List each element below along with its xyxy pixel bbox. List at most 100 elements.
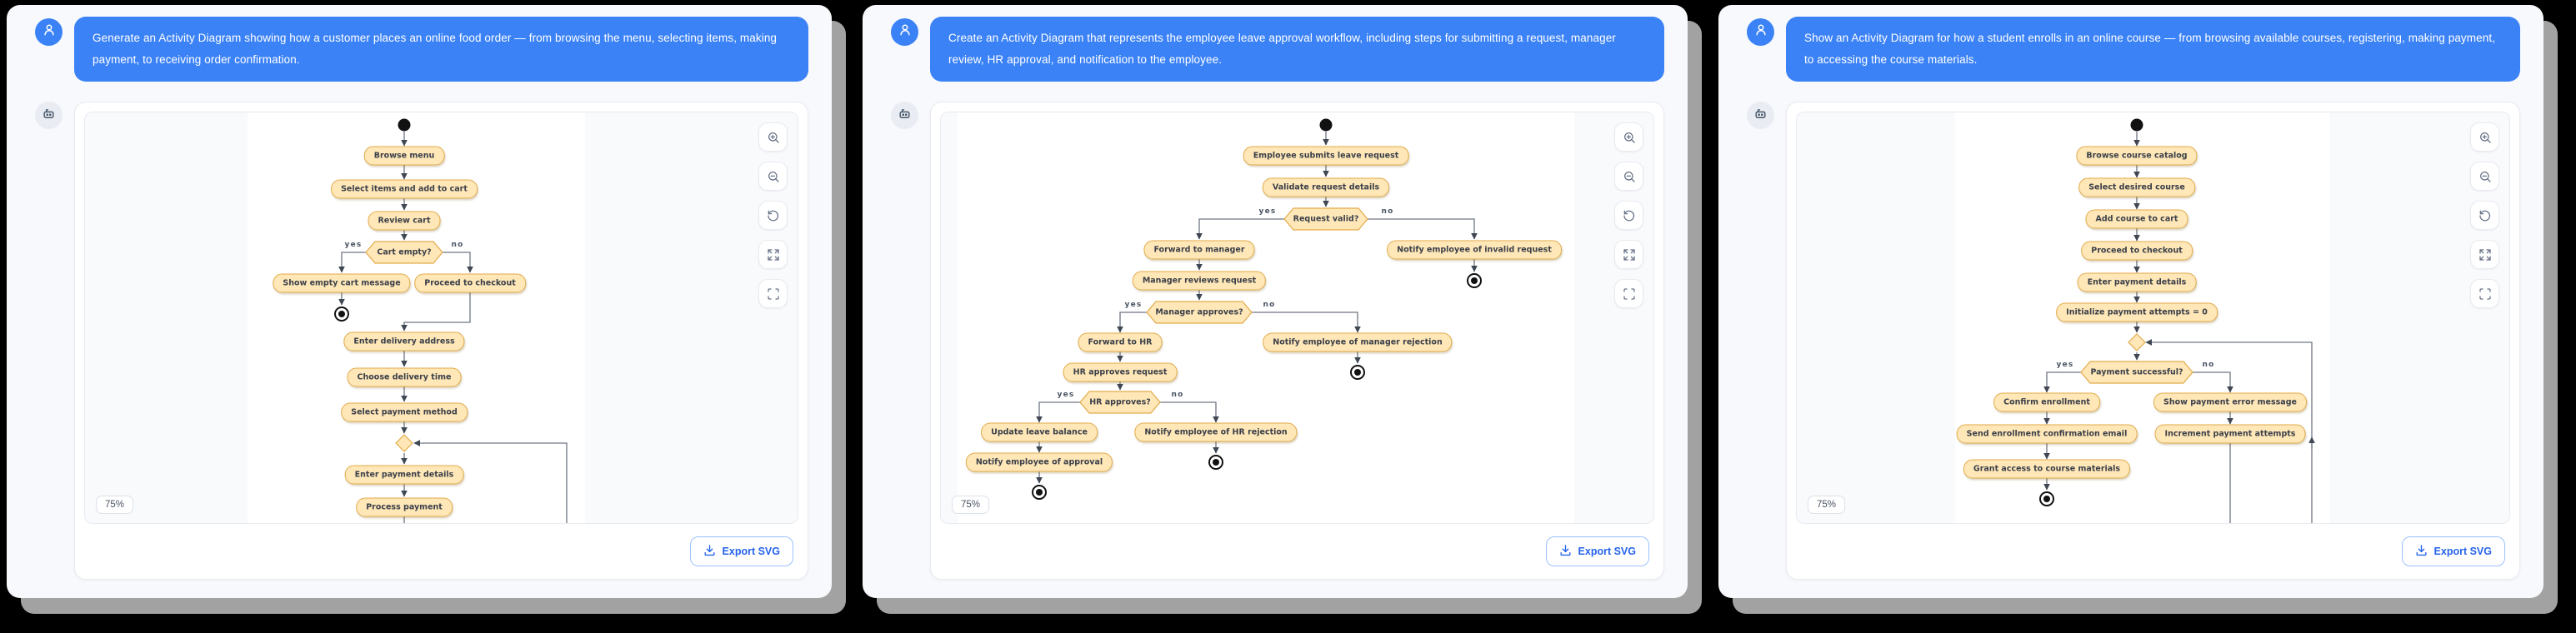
zoom-in-button[interactable] <box>758 122 788 152</box>
export-svg-label: Export SVG <box>2433 546 2492 557</box>
canvas-controls <box>2470 122 2499 308</box>
activity-node: Increment payment attempts <box>2154 424 2306 444</box>
decision-label: HR approves? <box>1089 397 1151 407</box>
user-icon <box>1753 22 1768 42</box>
activity-node: Notify employee of manager rejection <box>1263 332 1453 352</box>
download-icon <box>703 544 716 559</box>
decision-node <box>1146 301 1253 324</box>
branch-label-yes: yes <box>1124 301 1143 309</box>
export-svg-label: Export SVG <box>1578 546 1636 557</box>
bot-avatar <box>35 102 63 129</box>
activity-node: Select desired course <box>2078 177 2195 197</box>
fit-view-button[interactable] <box>1614 240 1643 269</box>
activity-node: Notify employee of approval <box>965 452 1113 472</box>
activity-node: Manager reviews request <box>1132 271 1267 291</box>
end-node <box>2039 491 2054 506</box>
decision-label: Request valid? <box>1293 214 1359 224</box>
reset-view-button[interactable] <box>1614 201 1643 230</box>
export-svg-button[interactable]: Export SVG <box>2401 536 2505 566</box>
zoom-out-button[interactable] <box>1614 162 1643 191</box>
end-node <box>1467 273 1482 288</box>
branch-label-yes: yes <box>2056 361 2074 369</box>
decision-label: Payment successful? <box>2090 367 2183 377</box>
branch-label-yes: yes <box>1057 391 1075 399</box>
start-node <box>1319 118 1333 132</box>
export-svg-button[interactable]: Export SVG <box>689 536 793 566</box>
zoom-level-badge: 75% <box>96 496 134 514</box>
board-footer: Export SVG <box>1796 524 2510 579</box>
panel-food-order: Generate an Activity Diagram showing how… <box>7 5 832 598</box>
zoom-in-button[interactable] <box>1614 122 1643 152</box>
activity-node: Select items and add to cart <box>331 179 478 199</box>
end-node <box>1350 365 1365 380</box>
zoom-in-icon <box>1623 132 1635 143</box>
bot-icon <box>1753 107 1768 125</box>
activity-node: Notify employee of HR rejection <box>1134 422 1298 442</box>
fit-view-icon <box>2478 248 2491 261</box>
decision-label: Cart empty? <box>377 247 432 257</box>
activity-node: Browse course catalog <box>2076 146 2198 166</box>
branch-label-no: no <box>1171 391 1184 399</box>
activity-node: Grant access to course materials <box>1963 459 2131 479</box>
user-icon <box>898 22 913 42</box>
zoom-out-button[interactable] <box>758 162 788 191</box>
decision-label: Manager approves? <box>1155 307 1243 317</box>
canvas-controls <box>1614 122 1643 308</box>
fit-view-button[interactable] <box>758 240 788 269</box>
zoom-in-button[interactable] <box>2470 122 2499 152</box>
activity-node: Enter payment details <box>344 465 464 485</box>
prompt-bubble: Show an Activity Diagram for how a stude… <box>1786 17 2520 82</box>
decision-node <box>1283 207 1368 231</box>
activity-node: Update leave balance <box>981 422 1098 442</box>
activity-node: Choose delivery time <box>347 367 462 387</box>
activity-node: Validate request details <box>1262 177 1390 197</box>
export-svg-button[interactable]: Export SVG <box>1545 536 1649 566</box>
zoom-in-icon <box>768 132 779 143</box>
user-icon <box>42 22 57 42</box>
fit-view-button[interactable] <box>2470 240 2499 269</box>
fullscreen-button[interactable] <box>2470 279 2499 308</box>
fit-view-icon <box>1623 248 1635 261</box>
activity-node: Add course to cart <box>2085 209 2188 229</box>
bot-icon <box>898 107 912 125</box>
branch-label-yes: yes <box>1258 207 1277 216</box>
bot-icon <box>42 107 56 125</box>
reset-view-button[interactable] <box>2470 201 2499 230</box>
branch-label-no: no <box>451 241 464 249</box>
board-footer: Export SVG <box>84 524 798 579</box>
activity-node: Select payment method <box>341 402 468 422</box>
branch-label-no: no <box>1381 207 1394 216</box>
user-avatar <box>35 18 63 46</box>
user-avatar <box>1747 18 1774 46</box>
zoom-in-icon <box>2479 132 2491 143</box>
reset-view-button[interactable] <box>758 201 788 230</box>
activity-node: Notify employee of invalid request <box>1387 240 1562 260</box>
end-node <box>1208 455 1223 470</box>
zoom-out-icon <box>2479 171 2491 182</box>
panel-leave-approval: Create an Activity Diagram that represen… <box>863 5 1688 598</box>
decision-node <box>2080 361 2193 384</box>
branch-label-no: no <box>1263 301 1276 309</box>
fullscreen-button[interactable] <box>758 279 788 308</box>
start-node <box>2130 118 2143 132</box>
merge-node <box>2128 333 2146 351</box>
activity-node: Enter delivery address <box>343 331 465 351</box>
end-node <box>334 307 349 321</box>
fullscreen-button[interactable] <box>1614 279 1643 308</box>
merge-node <box>395 434 413 452</box>
reset-view-icon <box>1623 210 1634 221</box>
zoom-out-button[interactable] <box>2470 162 2499 191</box>
prompt-bubble: Generate an Activity Diagram showing how… <box>74 17 808 82</box>
download-icon <box>1559 544 1572 559</box>
zoom-level-badge: 75% <box>1808 496 1846 514</box>
activity-node: Employee submits leave request <box>1243 146 1409 166</box>
activity-node: Browse menu <box>363 146 445 166</box>
export-svg-label: Export SVG <box>722 546 780 557</box>
